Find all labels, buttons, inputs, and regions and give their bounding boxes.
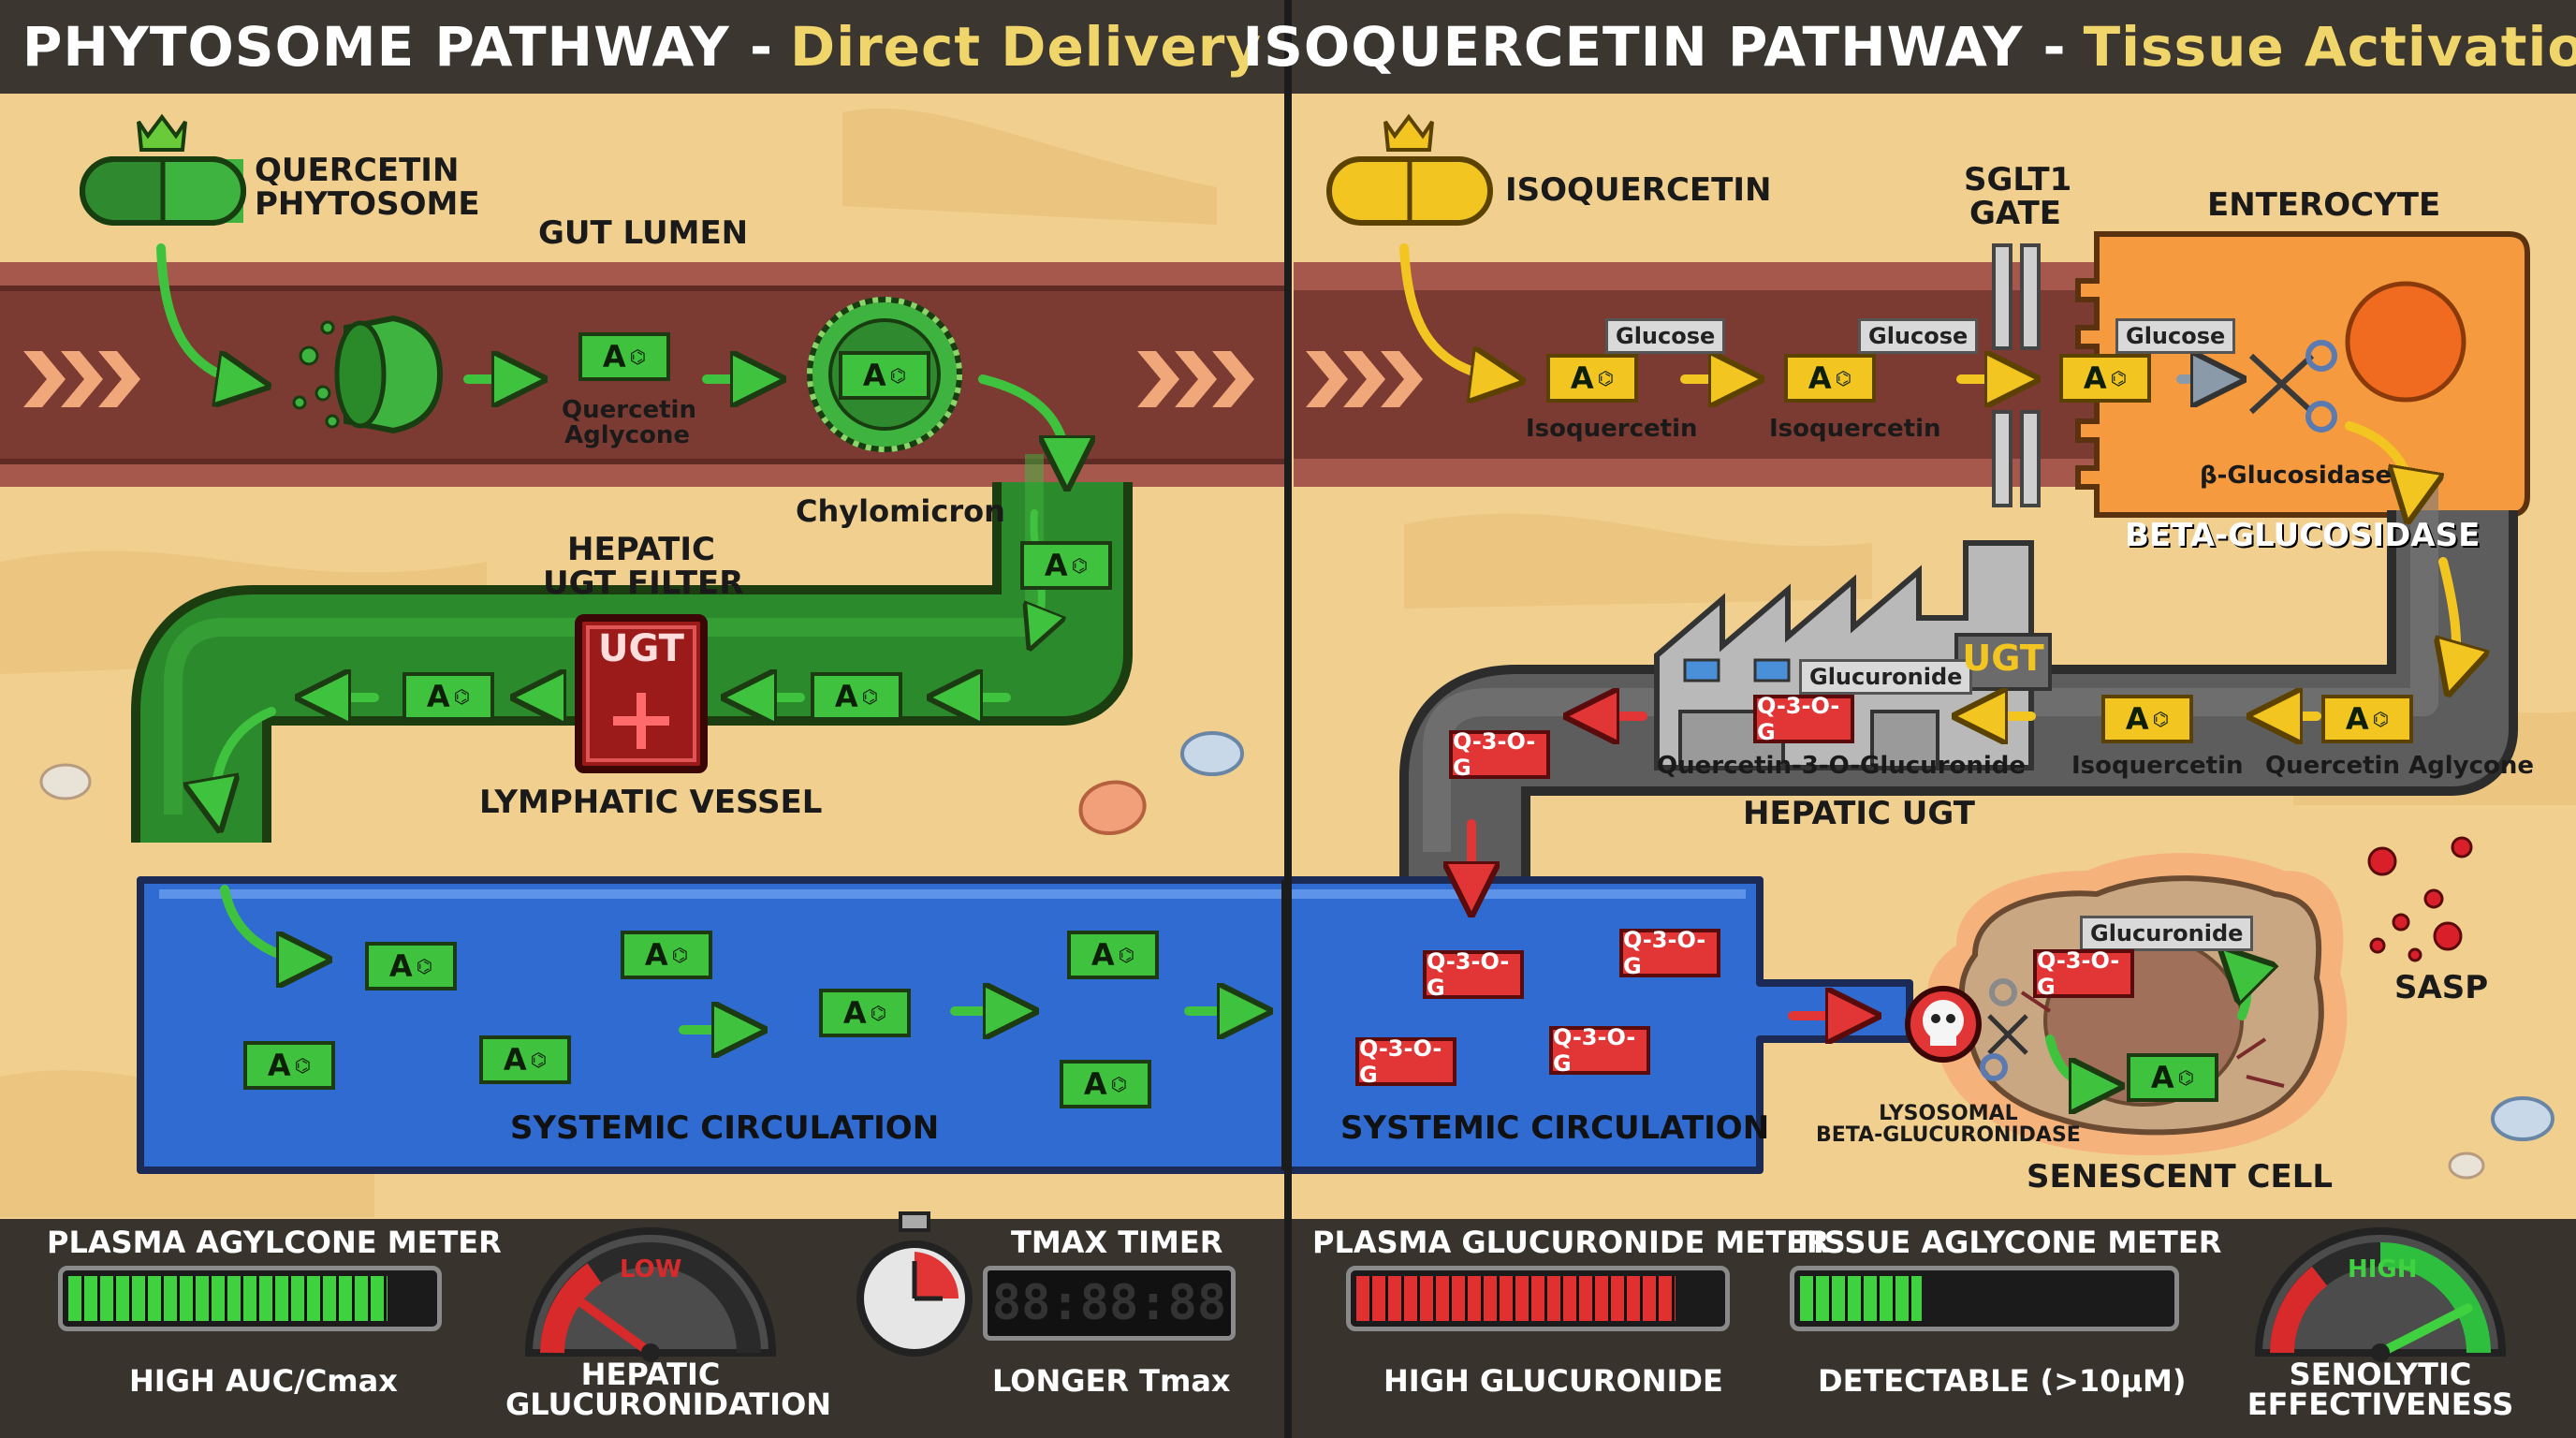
aglycone-chip-yellow: A⌬ [2321, 695, 2413, 743]
tmax-timer-caption: LONGER Tmax [992, 1363, 1231, 1399]
q3og-text: Quercetin-3-O-Glucuronide [1657, 752, 2027, 780]
glucose-tag: Glucose [2115, 318, 2236, 354]
lymph-chip: A⌬ [811, 672, 902, 721]
senolytic-gauge-needle [2376, 1303, 2473, 1357]
blood-chip: A⌬ [365, 942, 457, 990]
isoquercetin-text: Isoquercetin [1769, 415, 1941, 443]
plasma-glucuronide-meter [1346, 1266, 1730, 1331]
isoquercetin-capsule-icon [1326, 113, 1493, 226]
enterocyte-label: ENTEROCYTE [2207, 186, 2441, 224]
blood-chip: A⌬ [1067, 931, 1159, 979]
isoquercetin-text-2: Isoquercetin [2071, 752, 2244, 780]
isoquercetin-chip: A⌬ [2059, 354, 2151, 403]
lymph-chip: A⌬ [402, 672, 494, 721]
blood-chip: A⌬ [1060, 1060, 1151, 1108]
lymph-chip: A⌬ [1020, 541, 1112, 590]
glucuronide-tag: Glucuronide [1799, 659, 1973, 695]
q3og-chip: Q-3-O-G [1423, 948, 1524, 1001]
senolytic-effectiveness-gauge [2254, 1227, 2507, 1362]
phytosome-label: QUERCETIN PHYTOSOME [255, 152, 480, 223]
sglt1-gate-label: SGLT1 GATE [1964, 161, 2072, 232]
phytosome-capsule-icon [80, 113, 246, 226]
left-systemic-label: SYSTEMIC CIRCULATION [510, 1109, 940, 1147]
chylomicron-label: Chylomicron [796, 493, 1005, 529]
isoquercetin-chip: A⌬ [2101, 695, 2193, 743]
tissue-aglycone-chip: A⌬ [2127, 1053, 2218, 1102]
stopwatch-icon [856, 1211, 973, 1357]
sasp-label: SASP [2394, 969, 2489, 1006]
plasma-glucuronide-caption: HIGH GLUCURONIDE [1383, 1363, 1723, 1399]
q3og-chip: Q-3-O-G [1753, 693, 1854, 745]
blood-chip: A⌬ [621, 931, 712, 979]
plasma-aglycone-meter [58, 1266, 442, 1331]
tmax-timer-label: TMAX TIMER [1011, 1225, 1223, 1260]
aglycone-label: Quercetin Aglycone [562, 396, 696, 450]
blood-chip: A⌬ [819, 989, 911, 1037]
tissue-aglycone-fill [1800, 1276, 1922, 1321]
lymphatic-vessel-label: LYMPHATIC VESSEL [479, 784, 823, 821]
plasma-aglycone-label: PLASMA AGYLCONE METER [47, 1225, 502, 1260]
gut-lumen-label: GUT LUMEN [538, 214, 749, 252]
glucuronide-tag: Glucuronide [2080, 916, 2254, 951]
q3og-chip: Q-3-O-G [1449, 728, 1550, 781]
b-glucosidase-label: β-Glucosidase [2200, 462, 2393, 490]
aglycone-chip: A⌬ [578, 332, 670, 381]
glucose-tag: Glucose [1858, 318, 1979, 354]
hepatic-gauge-reading: LOW [620, 1255, 682, 1284]
tissue-aglycone-label: TISSUE AGLYCONE METER [1793, 1225, 2222, 1260]
glucose-tag: Glucose [1605, 318, 1726, 354]
tmax-timer-display: 88:88:88 [983, 1266, 1236, 1341]
blood-chip: A⌬ [243, 1041, 335, 1090]
ugt-sign-label: UGT [1962, 638, 2044, 679]
blood-chip: A⌬ [479, 1035, 571, 1084]
left-title-main: PHYTOSOME PATHWAY - [22, 15, 774, 79]
plasma-glucuronide-fill [1356, 1276, 1676, 1321]
isoquercetin-label: ISOQUERCETIN [1505, 171, 1772, 209]
hepatic-gauge-label: HEPATIC GLUCURONIDATION [505, 1357, 832, 1422]
beta-glucosidase-label: BETA-GLUCOSIDASE [2125, 517, 2481, 554]
scissors-icon [2248, 340, 2337, 433]
hepatic-ugt-filter-label: HEPATIC UGT FILTER [543, 531, 744, 602]
plasma-aglycone-caption: HIGH AUC/Cmax [129, 1363, 398, 1399]
isoquercetin-text: Isoquercetin [1526, 415, 1698, 443]
q3og-chip: Q-3-O-G [1355, 1035, 1456, 1088]
tissue-aglycone-meter [1790, 1266, 2179, 1331]
q3og-chip: Q-3-O-G [1619, 927, 1720, 979]
right-title-highlight: Tissue Activation [2083, 15, 2576, 79]
plasma-glucuronide-label: PLASMA GLUCURONIDE METER [1312, 1225, 1830, 1260]
senolytic-gauge-label: SENOLYTIC EFFECTIVENESS [2247, 1357, 2514, 1422]
ugt-box-label: UGT [598, 627, 684, 670]
senescent-cell-label: SENESCENT CELL [2027, 1158, 2334, 1196]
senolytic-gauge-reading: HIGH [2348, 1255, 2418, 1284]
aglycone-text-2: Quercetin Aglycone [2265, 752, 2535, 780]
isoquercetin-chip: A⌬ [1546, 354, 1638, 403]
hepatic-gauge-needle [566, 1290, 655, 1357]
right-systemic-label: SYSTEMIC CIRCULATION [1340, 1109, 1770, 1147]
isoquercetin-chip: A⌬ [1784, 354, 1876, 403]
lysosomal-label: LYSOSOMAL BETA-GLUCURONIDASE [1816, 1102, 2081, 1148]
q3og-chip: Q-3-O-G [1549, 1024, 1650, 1077]
plasma-aglycone-fill [68, 1276, 388, 1321]
left-title-highlight: Direct Delivery [790, 15, 1263, 79]
q3og-chip: Q-3-O-G [2033, 947, 2134, 1000]
chylomicron-chip: A⌬ [839, 351, 930, 400]
hepatic-glucuronidation-gauge [524, 1227, 777, 1362]
right-title-main: ISOQUERCETIN PATHWAY - [1242, 15, 2067, 79]
tissue-aglycone-caption: DETECTABLE (>10μM) [1818, 1363, 2187, 1399]
hepatic-ugt-label: HEPATIC UGT [1743, 795, 1975, 832]
left-title: PHYTOSOME PATHWAY - Direct Delivery [0, 0, 1284, 94]
right-title: ISOQUERCETIN PATHWAY - Tissue Activation [1243, 0, 2576, 94]
